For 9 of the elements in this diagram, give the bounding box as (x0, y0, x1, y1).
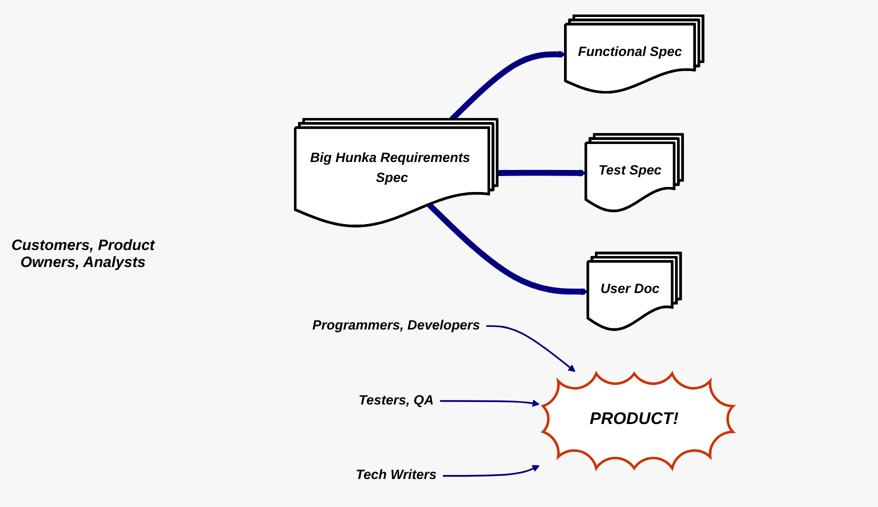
arrow (440, 399, 540, 406)
note-text: Customers, Product Owners, Analysts (10, 236, 156, 270)
node-text: Programmers, Developers (312, 318, 480, 332)
arrow (442, 464, 540, 476)
arrow (427, 202, 588, 295)
node-text: Tech Writers (356, 468, 437, 482)
arrow (486, 324, 576, 372)
arrow (497, 168, 586, 176)
node-text: Testers, QA (358, 392, 434, 408)
